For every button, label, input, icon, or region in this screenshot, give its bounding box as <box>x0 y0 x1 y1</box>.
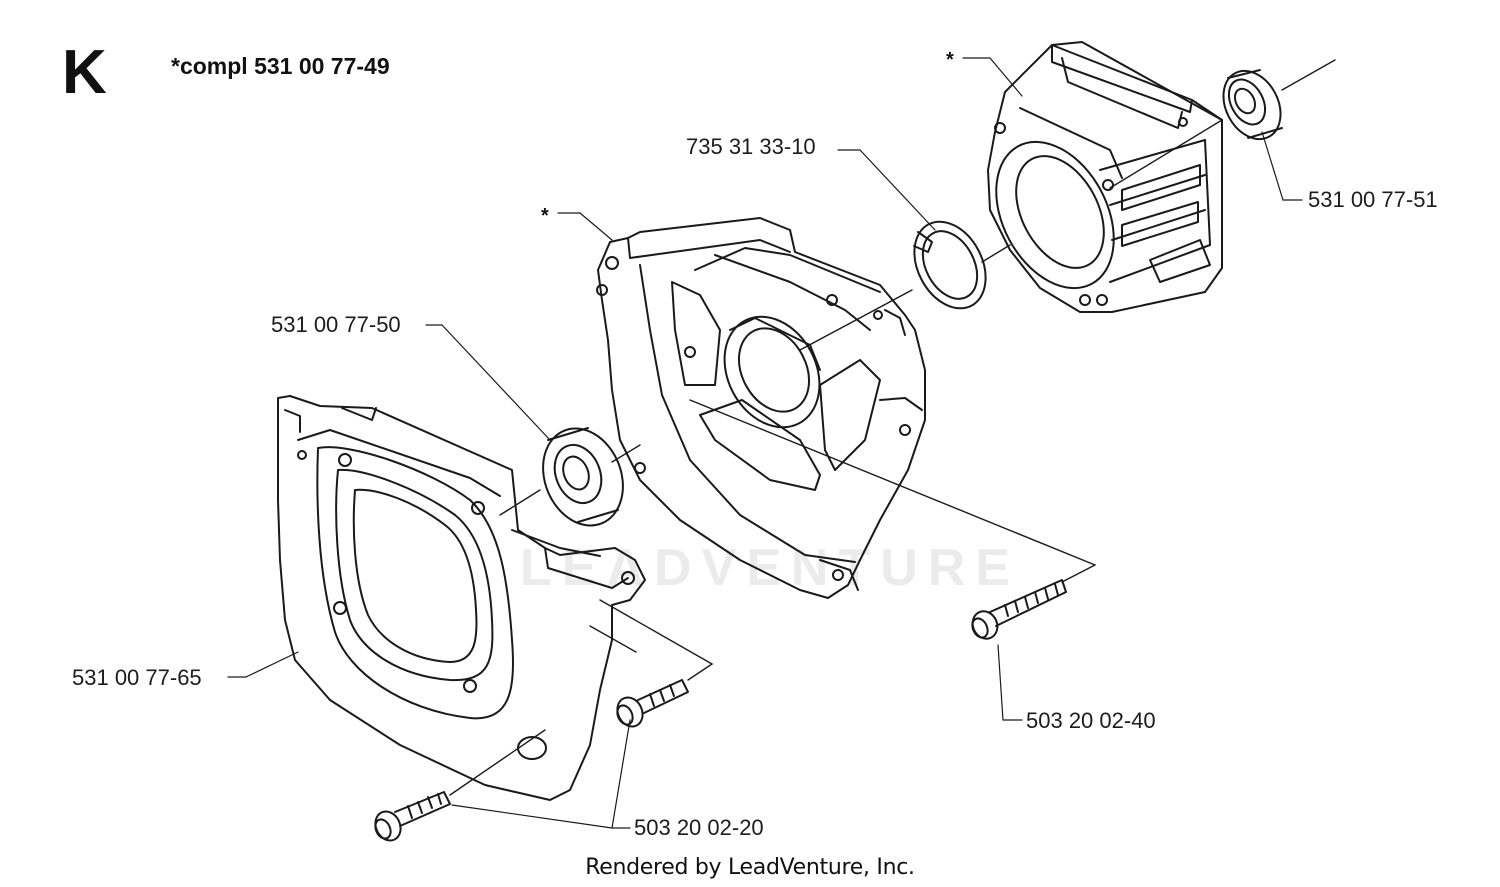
screw-right <box>971 579 1067 640</box>
part-label-503-20-02-40[interactable]: 503 20 02-40 <box>1026 708 1156 733</box>
part-label-735-31-33-10[interactable]: 735 31 33-10 <box>686 134 816 159</box>
section-letter: K <box>62 38 107 107</box>
screw-mid <box>616 679 689 728</box>
part-label-503-20-02-20[interactable]: 503 20 02-20 <box>634 815 764 840</box>
circlip <box>913 220 987 310</box>
footer-credit: Rendered by LeadVenture, Inc. <box>585 855 915 880</box>
star-marker-cylinder: * <box>946 49 954 71</box>
part-label-531-00-77-65[interactable]: 531 00 77-65 <box>72 665 202 690</box>
seal-ring-left <box>542 427 624 527</box>
part-label-531-00-77-50[interactable]: 531 00 77-50 <box>271 312 401 337</box>
cylinder-drawing <box>987 41 1223 313</box>
seal-ring-right <box>1222 69 1283 141</box>
part-label-531-00-77-51[interactable]: 531 00 77-51 <box>1308 187 1438 212</box>
assembly-lines <box>449 59 1336 796</box>
compl-label: *compl 531 00 77-49 <box>171 53 390 79</box>
star-marker-crankcase: * <box>541 205 549 227</box>
crankcase-half-drawing <box>596 217 926 599</box>
crankcase-cover-drawing <box>277 395 646 801</box>
screw-low <box>374 791 451 842</box>
leader-lines <box>227 57 1303 829</box>
watermark: LEADVENTURE <box>520 539 1021 597</box>
